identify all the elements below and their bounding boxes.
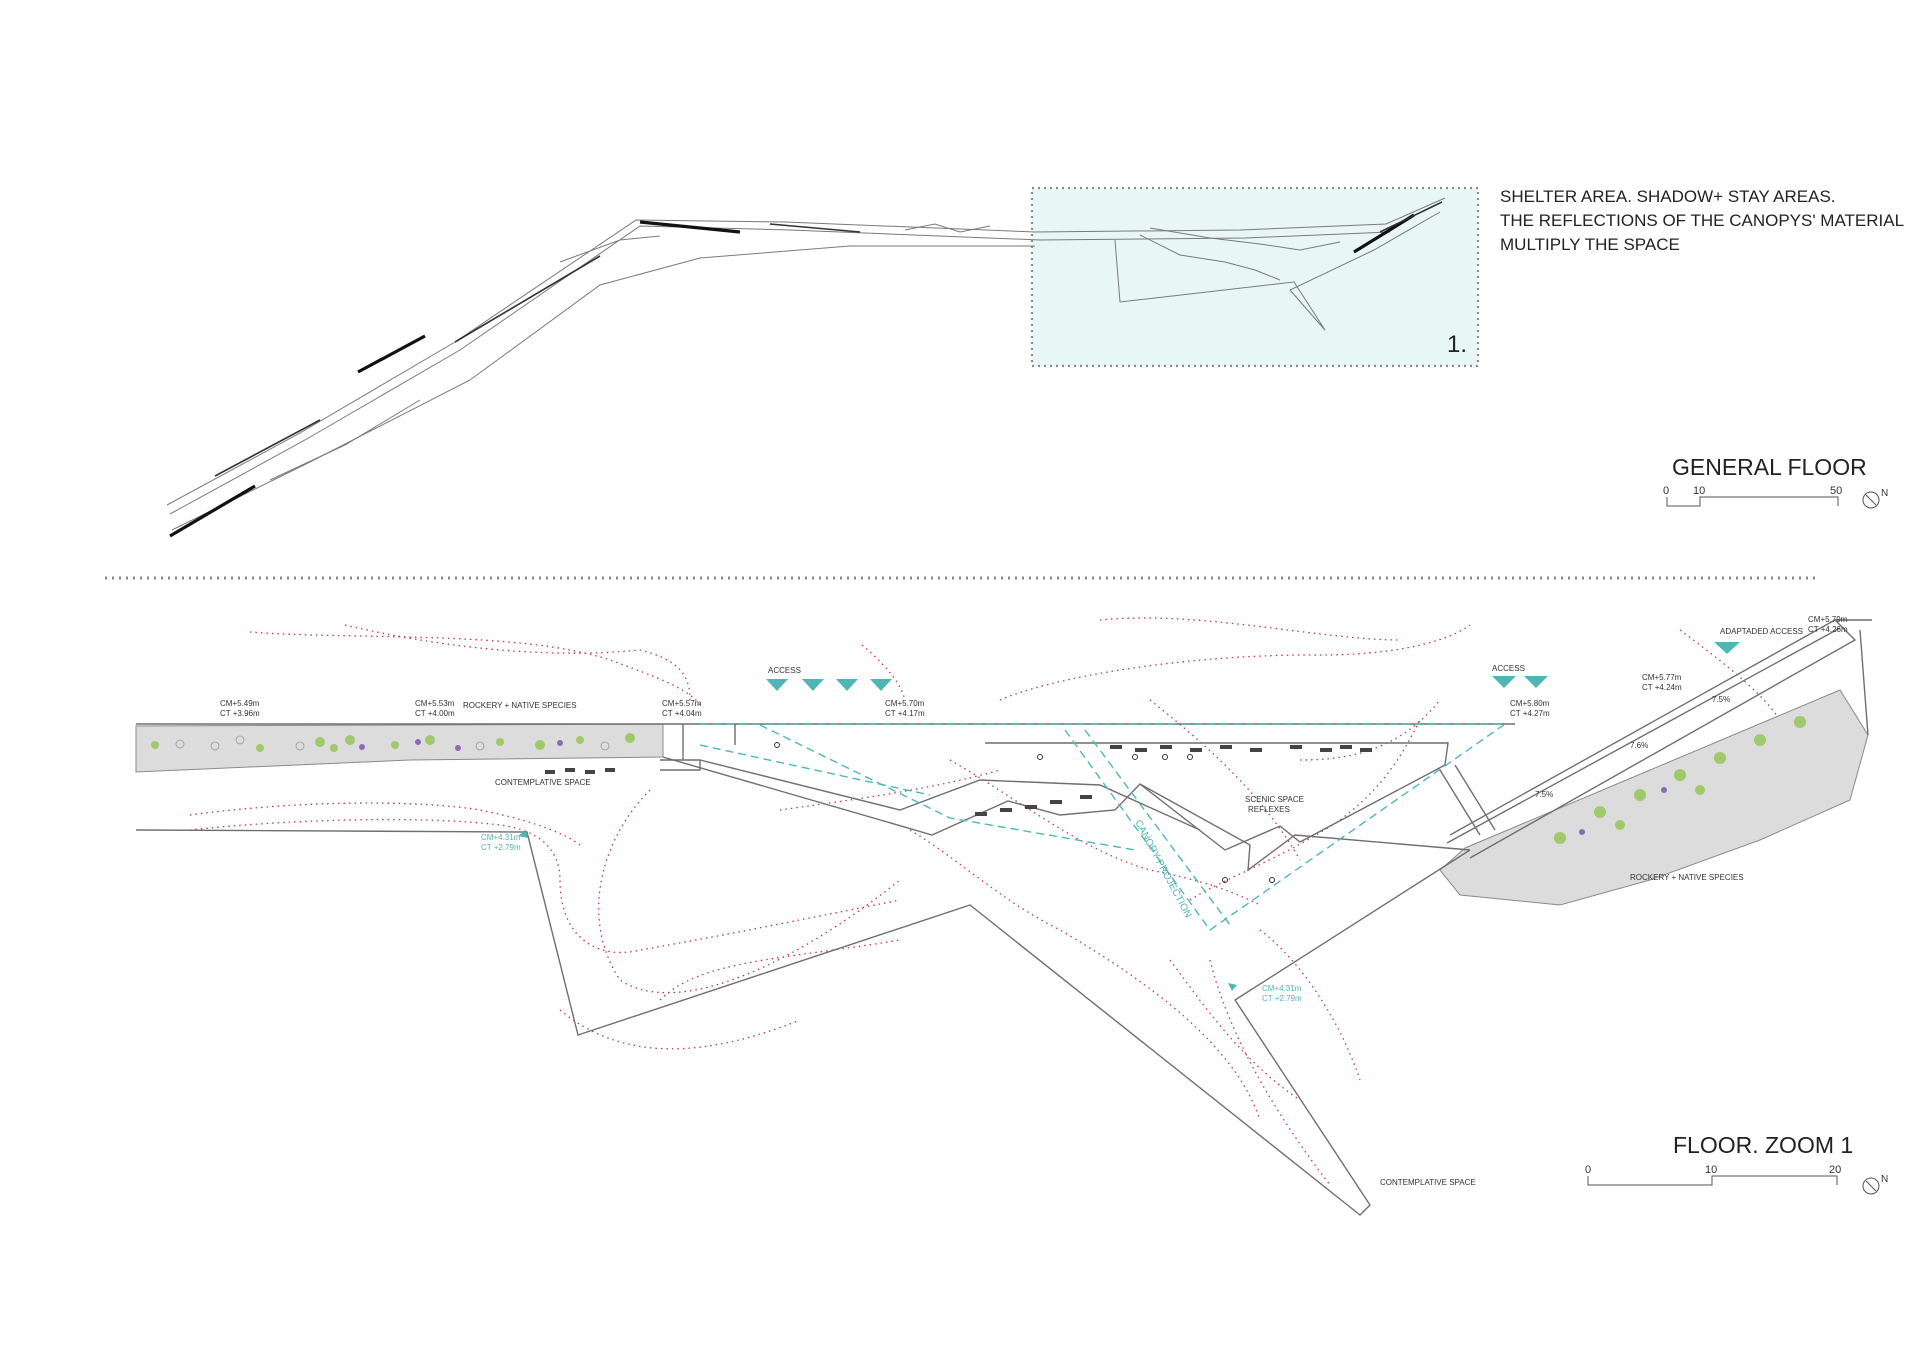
note-line-2: THE REFLECTIONS OF THE CANOPYS' MATERIAL xyxy=(1500,211,1904,230)
promenade-outline xyxy=(166,197,1446,531)
zoom-area-box xyxy=(1030,186,1480,368)
zoom-floor-plan: CM+5.49m CT +3.96m CM+5.53m CT +4.00m CM… xyxy=(135,615,1888,1216)
note-line-3: MULTIPLY THE SPACE xyxy=(1500,235,1680,254)
adapted-access-label: ADAPTADED ACCESS xyxy=(1720,627,1803,636)
zoom-scale-tick-0: 0 xyxy=(1585,1164,1591,1176)
zoom-floor-title: FLOOR. ZOOM 1 xyxy=(1673,1132,1853,1158)
level-1-cm: CM+5.49m xyxy=(220,699,260,708)
rockery-left xyxy=(135,723,664,773)
scale-tick-0: 0 xyxy=(1663,485,1669,497)
teal-level-2-cm: CM+4.31m xyxy=(1262,984,1302,993)
teal-level-2-ct: CT +2.79m xyxy=(1262,994,1302,1003)
level-5-cm: CM+5.80m xyxy=(1510,699,1550,708)
scale-tick-10: 10 xyxy=(1693,485,1705,497)
promenade-thin-strokes xyxy=(214,201,1443,477)
level-6-ct: CT +4.24m xyxy=(1642,683,1682,692)
zoom-scale-tick-20: 20 xyxy=(1829,1164,1841,1176)
access-arrows xyxy=(766,642,1740,691)
contemplative-label-top: CONTEMPLATIVE SPACE xyxy=(495,778,591,787)
zoom-outline xyxy=(135,619,1872,1216)
zoom-scale-tick-10: 10 xyxy=(1705,1164,1717,1176)
contour-lines xyxy=(189,617,1781,1186)
teal-level-1-ct: CT +2.79m xyxy=(481,843,521,852)
general-floor-plan: 1. SHELTER AREA. SHADOW+ STA xyxy=(166,186,1904,538)
teal-level-labels: CM+4.31m CT +2.79m CM+4.31m CT +2.79m xyxy=(481,833,1302,1003)
teal-pointer-arrows xyxy=(518,830,1237,991)
canopy-strokes xyxy=(169,213,1415,538)
level-3-ct: CT +4.04m xyxy=(662,709,702,718)
north-arrow-zoom-icon: N xyxy=(1862,1174,1888,1195)
scenic-label-line-2: REFLEXES xyxy=(1248,805,1290,814)
general-floor-title: GENERAL FLOOR xyxy=(1672,454,1867,480)
level-1-ct: CT +3.96m xyxy=(220,709,260,718)
canopy-projection-label: CANOPY PROJECTION xyxy=(1132,818,1193,920)
level-4-ct: CT +4.17m xyxy=(885,709,925,718)
bench-markers xyxy=(545,745,1372,816)
rockery-right xyxy=(1439,689,1869,906)
north-label: N xyxy=(1881,488,1888,499)
scale-tick-50: 50 xyxy=(1830,485,1842,497)
scale-bar-zoom xyxy=(1587,1175,1838,1186)
canopy-projection-outline xyxy=(699,723,1506,931)
teal-level-1-cm: CM+4.31m xyxy=(481,833,521,842)
space-labels: ACCESS ACCESS ADAPTADED ACCESS ROCKERY +… xyxy=(463,627,1803,1187)
scale-bar-general xyxy=(1666,496,1839,507)
level-5-ct: CT +4.27m xyxy=(1510,709,1550,718)
access-label-1: ACCESS xyxy=(768,666,801,675)
note-line-1: SHELTER AREA. SHADOW+ STAY AREAS. xyxy=(1500,187,1836,206)
north-label-zoom: N xyxy=(1881,1174,1888,1185)
column-markers xyxy=(774,742,1275,883)
north-arrow-icon: N xyxy=(1862,488,1888,509)
slope-label-1: 7.5% xyxy=(1712,695,1730,704)
level-2-cm: CM+5.53m xyxy=(415,699,455,708)
level-4-cm: CM+5.70m xyxy=(885,699,925,708)
level-7-cm: CM+5.79m xyxy=(1808,615,1848,624)
contemplative-label-bottom: CONTEMPLATIVE SPACE xyxy=(1380,1178,1476,1187)
level-labels: CM+5.49m CT +3.96m CM+5.53m CT +4.00m CM… xyxy=(220,615,1848,718)
rockery-label-top: ROCKERY + NATIVE SPECIES xyxy=(463,701,577,710)
level-2-ct: CT +4.00m xyxy=(415,709,455,718)
rockery-label-right: ROCKERY + NATIVE SPECIES xyxy=(1630,873,1744,882)
access-label-2: ACCESS xyxy=(1492,664,1525,673)
level-7-ct: CT +4.26m xyxy=(1808,625,1848,634)
level-3-cm: CM+5.57m xyxy=(662,699,702,708)
shelter-note: SHELTER AREA. SHADOW+ STAY AREAS. THE RE… xyxy=(1500,187,1904,254)
slope-label-3: 7.5% xyxy=(1535,790,1553,799)
slope-label-2: 7.6% xyxy=(1630,741,1648,750)
zoom-marker: 1. xyxy=(1447,331,1467,358)
scenic-label-line-1: SCENIC SPACE xyxy=(1245,795,1304,804)
level-6-cm: CM+5.77m xyxy=(1642,673,1682,682)
